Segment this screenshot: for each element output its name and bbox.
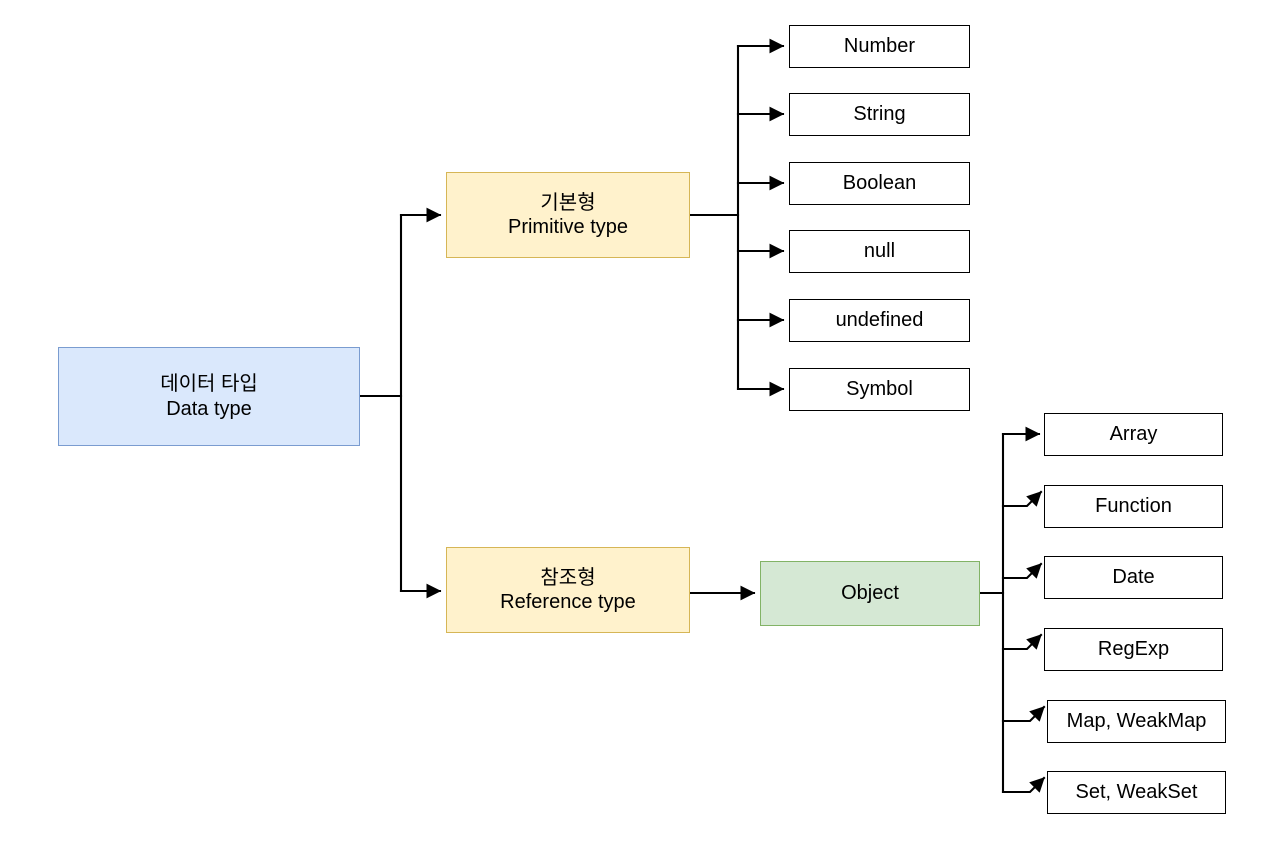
node-string-label: String [853,103,906,126]
node-symbol[interactable]: Symbol [789,368,970,411]
node-null[interactable]: null [789,230,970,273]
node-map-weakmap-label: Map, WeakMap [1066,710,1207,733]
node-date[interactable]: Date [1044,556,1223,599]
node-reference-type-label: 참조형 Reference type [500,566,636,613]
node-boolean[interactable]: Boolean [789,162,970,205]
node-data-type[interactable]: 데이터 타입 Data type [58,347,360,446]
node-string[interactable]: String [789,93,970,136]
node-number[interactable]: Number [789,25,970,68]
node-undefined-label: undefined [835,309,924,332]
node-array[interactable]: Array [1044,413,1223,456]
node-primitive-type-label: 기본형 Primitive type [507,191,629,238]
edge-object-date [1001,562,1043,580]
node-map-weakmap[interactable]: Map, WeakMap [1047,700,1226,743]
edge-object-map [1001,705,1046,723]
node-function-label: Function [1095,495,1172,518]
node-object[interactable]: Object [760,561,980,626]
node-regexp-label: RegExp [1097,638,1170,661]
edge-object-function [1001,490,1043,508]
node-boolean-label: Boolean [842,172,917,195]
node-function[interactable]: Function [1044,485,1223,528]
node-object-label: Object [841,582,899,605]
edge-object-regexp [1001,633,1043,651]
node-number-label: Number [843,35,916,58]
node-undefined[interactable]: undefined [789,299,970,342]
node-primitive-type[interactable]: 기본형 Primitive type [446,172,690,258]
edge-object-set [1001,776,1046,794]
edge-root-split [358,213,403,593]
edge-primitive-trunk [688,44,740,391]
edge-object-trunk [978,432,1005,794]
node-set-weakset[interactable]: Set, WeakSet [1047,771,1226,814]
node-reference-type[interactable]: 참조형 Reference type [446,547,690,633]
node-null-label: null [863,240,896,263]
node-symbol-label: Symbol [846,378,913,401]
node-regexp[interactable]: RegExp [1044,628,1223,671]
node-date-label: Date [1112,566,1155,589]
node-array-label: Array [1109,423,1158,446]
node-data-type-label: 데이터 타입 Data type [160,373,258,420]
node-set-weakset-label: Set, WeakSet [1075,781,1198,804]
